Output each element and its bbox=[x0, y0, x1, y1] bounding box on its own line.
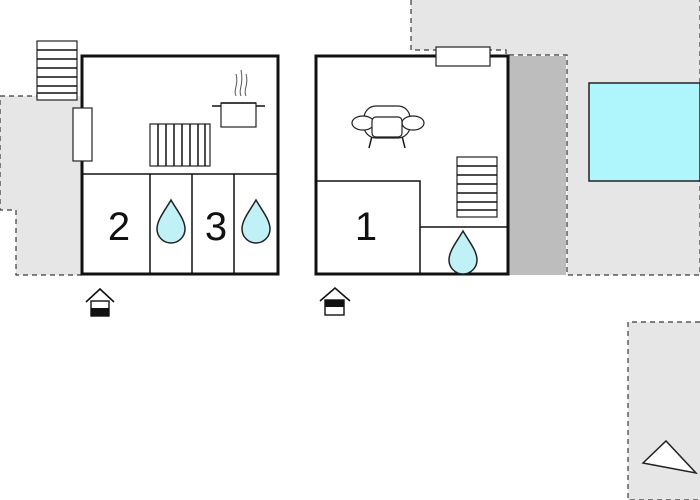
room-number-1: 1 bbox=[355, 205, 377, 249]
right-bedroom-wall bbox=[316, 180, 421, 274]
room-number-2: 2 bbox=[108, 205, 130, 249]
water-drop-icon bbox=[241, 198, 271, 244]
compass-arrow-icon bbox=[641, 439, 699, 475]
window-top bbox=[435, 46, 491, 67]
window-left bbox=[72, 107, 93, 162]
outdoor-area-top-right bbox=[410, 0, 700, 276]
entrance-house-icon bbox=[85, 287, 115, 317]
cooking-pot-icon bbox=[212, 69, 265, 128]
stairs-icon bbox=[456, 156, 498, 218]
terrace bbox=[508, 56, 566, 275]
water-drop-icon bbox=[156, 198, 186, 244]
radiator-icon bbox=[149, 123, 211, 167]
outdoor-area-left bbox=[0, 95, 83, 276]
pool bbox=[588, 82, 700, 182]
stairs-icon bbox=[36, 40, 78, 101]
outdoor-area-bottom-right bbox=[627, 321, 700, 500]
entrance-house-icon bbox=[319, 286, 351, 316]
sofa-icon bbox=[351, 105, 425, 149]
water-drop-icon bbox=[448, 229, 478, 275]
room-number-3: 3 bbox=[205, 205, 227, 249]
